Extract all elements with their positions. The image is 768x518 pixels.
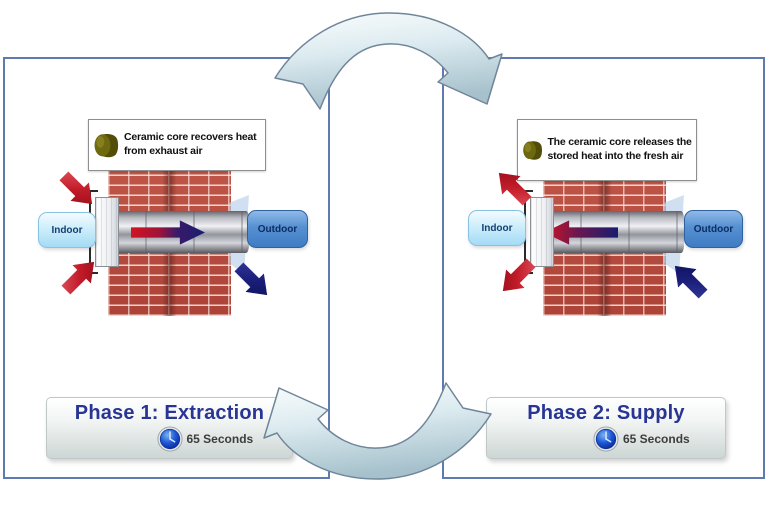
- indoor-label-text: Indoor: [481, 222, 513, 234]
- indoor-vent-unit: [530, 197, 554, 267]
- clock-icon: [593, 426, 619, 452]
- phase1-callout: Ceramic core recovers heat from exhaust …: [88, 119, 266, 171]
- phase2-title: Phase 2: Supply: [527, 402, 685, 424]
- phase2-banner: Phase 2: Supply 65 Seconds: [486, 397, 726, 459]
- indoor-label: Indoor: [468, 210, 526, 246]
- phase2-timer: 65 Seconds: [487, 426, 725, 454]
- phase1-timer: 65 Seconds: [47, 426, 292, 454]
- indoor-label-text: Indoor: [51, 224, 83, 236]
- indoor-label: Indoor: [38, 212, 96, 248]
- outdoor-label: Outdoor: [247, 210, 308, 248]
- phase1-timer-label: 65 Seconds: [186, 432, 254, 446]
- phase2-timer-label: 65 Seconds: [623, 432, 690, 446]
- phase1-title: Phase 1: Extraction: [74, 402, 265, 424]
- ceramic-core-icon: [94, 134, 119, 158]
- indoor-vent-unit: [95, 197, 119, 267]
- ceramic-core-icon: [523, 141, 543, 160]
- clock-icon: [156, 426, 183, 452]
- outdoor-label-text: Outdoor: [693, 223, 734, 235]
- outdoor-label: Outdoor: [684, 210, 743, 248]
- phase1-banner: Phase 1: Extraction 65 Seconds: [46, 397, 293, 459]
- phase2-callout-text: The ceramic core releases the stored hea…: [547, 136, 692, 162]
- phase1-callout-text: Ceramic core recovers heat from exhaust …: [123, 131, 257, 157]
- phase2-callout: The ceramic core releases the stored hea…: [517, 119, 697, 181]
- outdoor-label-text: Outdoor: [257, 223, 298, 235]
